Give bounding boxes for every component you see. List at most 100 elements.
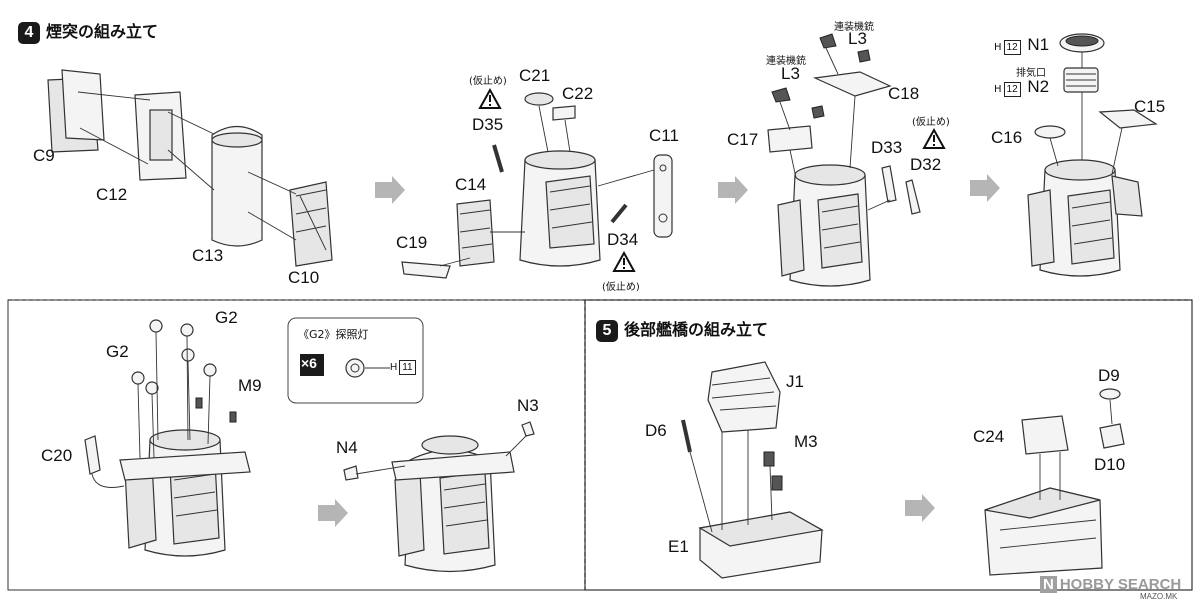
label-c15: C15 xyxy=(1134,97,1166,116)
sprue-marker-icon-h12b: 12 xyxy=(1003,82,1021,97)
part-g2-1 xyxy=(149,319,163,333)
label-c19: C19 xyxy=(396,233,428,252)
credit: MAZO.MK xyxy=(1140,592,1178,601)
step-arrow-icon-5 xyxy=(905,494,935,522)
label-d33: D33 xyxy=(871,138,903,157)
step4b-frame xyxy=(7,299,586,591)
part-n4 xyxy=(343,465,359,481)
label-c24: C24 xyxy=(973,427,1005,446)
step5-number: 5 xyxy=(596,319,618,342)
part-m3 xyxy=(763,451,775,467)
part-d34 xyxy=(610,203,628,224)
part-c18 xyxy=(812,71,892,97)
label-m3: M3 xyxy=(794,432,818,451)
label-c9: C9 xyxy=(33,146,55,165)
label-d6: D6 xyxy=(645,421,667,440)
watermark-text: HOBBY SEARCH xyxy=(1059,576,1182,593)
label-c22: C22 xyxy=(562,84,594,103)
label-d34: D34 xyxy=(607,230,639,249)
label-m9: M9 xyxy=(238,376,262,395)
h-prefix-b: H xyxy=(994,84,1002,95)
funnel-group-e xyxy=(84,319,251,557)
part-l3-top xyxy=(819,33,837,49)
part-d32 xyxy=(905,179,921,215)
part-n3 xyxy=(521,421,535,437)
sprue-marker-icon-h12a: 12 xyxy=(1003,40,1021,55)
part-l3-left xyxy=(771,87,791,103)
part-c21 xyxy=(524,92,554,106)
watermark-logo-icon: N xyxy=(1040,576,1057,593)
label-d9: D9 xyxy=(1098,366,1120,385)
part-c13 xyxy=(211,125,263,247)
part-c10 xyxy=(289,181,333,267)
label-c13: C13 xyxy=(192,246,224,265)
label-c17: C17 xyxy=(727,130,759,149)
part-d35 xyxy=(492,144,504,173)
part-g2-2 xyxy=(131,371,145,385)
callout-g2-title: 《G2》探照灯 xyxy=(298,328,369,341)
note-karidome-2: (仮止め) xyxy=(602,282,640,293)
step5-title-text: 後部艦橋の組み立て xyxy=(624,320,769,339)
label-l3-top: L3 xyxy=(848,29,867,48)
note-karidome-1: (仮止め) xyxy=(469,76,507,87)
part-m9 xyxy=(195,397,203,409)
label-c14: C14 xyxy=(455,175,487,194)
funnel-group-e-assembled xyxy=(343,421,535,573)
part-c24 xyxy=(1021,415,1069,455)
label-n4: N4 xyxy=(336,438,358,457)
part-d10 xyxy=(1099,423,1125,449)
label-c10: C10 xyxy=(288,268,320,287)
part-c19 xyxy=(401,261,451,279)
callout-g2-multiplier: ×6 xyxy=(301,355,317,371)
part-d9 xyxy=(1099,388,1121,400)
funnel-group-d xyxy=(1027,33,1158,277)
part-c14 xyxy=(456,199,495,267)
step-arrow-icon-4 xyxy=(318,499,348,527)
label-l3-left: L3 xyxy=(781,64,800,83)
searchlight-part-icon xyxy=(345,358,365,378)
label-c18: C18 xyxy=(888,84,920,103)
label-n3: N3 xyxy=(517,396,539,415)
label-c16: C16 xyxy=(991,128,1023,147)
label-n2: N2 xyxy=(1027,77,1050,96)
part-j1 xyxy=(707,361,781,433)
label-d32: D32 xyxy=(910,155,942,174)
step-arrow-icon-1 xyxy=(375,176,405,204)
sprue-marker-icon-h11: 11 xyxy=(399,360,416,375)
step-arrow-icon-2 xyxy=(718,176,748,204)
warning-triangle-icon-1 xyxy=(478,87,502,109)
warning-triangle-icon-3 xyxy=(922,127,946,149)
label-g2-left: G2 xyxy=(106,342,129,361)
label-c11: C11 xyxy=(649,126,679,145)
part-c17 xyxy=(767,125,813,153)
note-haiki: 排気口 xyxy=(1016,68,1046,79)
funnel-group-a xyxy=(47,69,333,267)
label-e1: E1 xyxy=(668,537,689,556)
step4-title-text: 煙突の組み立て xyxy=(46,22,159,41)
part-d33 xyxy=(881,165,897,203)
funnel-group-c xyxy=(767,33,921,287)
part-c16 xyxy=(1034,125,1066,139)
part-c20 xyxy=(84,435,101,475)
step-arrow-icon-3 xyxy=(970,174,1000,202)
rear-bridge-assembly xyxy=(681,361,1125,579)
multiplier-badge xyxy=(300,354,324,376)
part-c15 xyxy=(1098,109,1158,129)
part-d6 xyxy=(681,419,692,453)
label-d35: D35 xyxy=(472,115,504,134)
label-j1: J1 xyxy=(786,372,804,391)
label-c20: C20 xyxy=(41,446,73,465)
warning-triangle-icon-2 xyxy=(612,250,636,272)
note-rensou-2: 連装機銃 xyxy=(766,56,806,67)
step5-title: 5 後部艦橋の組み立て xyxy=(596,316,768,342)
h-prefix-c: H xyxy=(390,362,398,373)
note-karidome-3: (仮止め) xyxy=(912,117,950,128)
h-prefix-a: H xyxy=(994,42,1002,53)
label-c21: C21 xyxy=(519,66,551,85)
